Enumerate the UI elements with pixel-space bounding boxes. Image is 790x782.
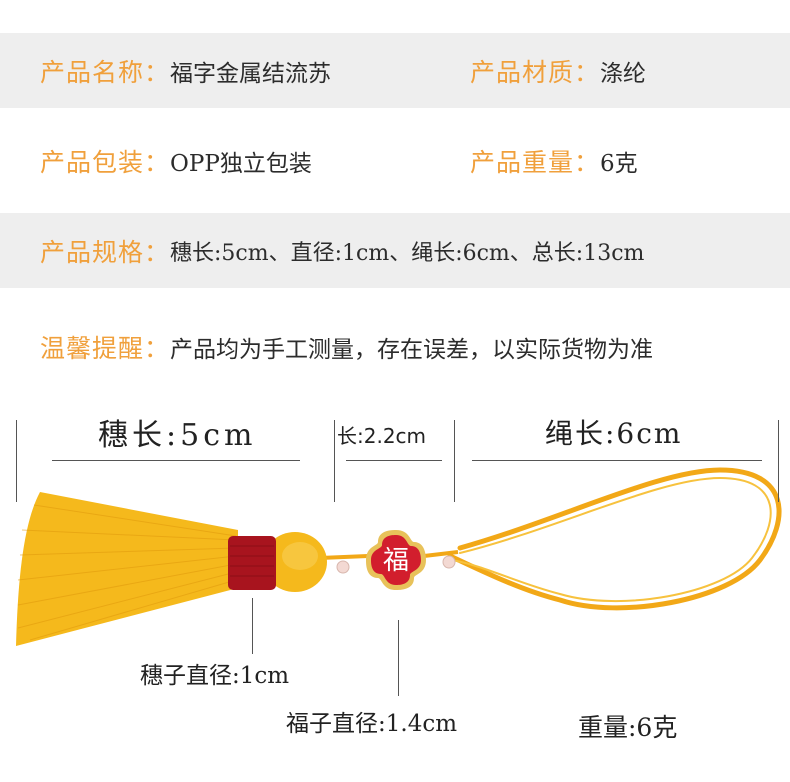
spec-material: 产品材质： 涤纶 <box>470 53 646 89</box>
package-value: OPP独立包装 <box>170 150 312 177</box>
spec-row-name-material: 产品名称： 福字金属结流苏 产品材质： 涤纶 <box>0 33 790 108</box>
spec-row-package-weight: 产品包装： OPP独立包装 产品重量： 6克 <box>0 123 790 198</box>
charm-length-line <box>346 460 442 461</box>
charm-diameter-pointer <box>398 620 399 696</box>
spec-name: 产品名称： 福字金属结流苏 <box>40 53 331 89</box>
cord-right <box>423 550 459 558</box>
svg-text:福: 福 <box>383 546 409 576</box>
size-label: 产品规格： <box>40 237 171 267</box>
material-label: 产品材质： <box>470 57 601 87</box>
note-label: 温馨提醒： <box>40 333 171 363</box>
tassel-diameter-label: 穗子直径:1cm <box>140 663 290 689</box>
tassel-length-label: 穗长:5cm <box>98 418 257 453</box>
charm-diameter-label: 福子直径:1.4cm <box>286 711 458 737</box>
weight-label: 产品重量： <box>470 147 601 177</box>
tassel-fringe <box>16 492 238 646</box>
package-label: 产品包装： <box>40 147 171 177</box>
spec-weight: 产品重量： 6克 <box>470 143 638 179</box>
rope-length-line <box>472 460 762 461</box>
fu-charm: 福 <box>366 530 426 590</box>
rope-length-label: 绳长:6cm <box>545 417 683 450</box>
dim-right-edge <box>778 420 779 502</box>
name-value: 福字金属结流苏 <box>170 60 332 87</box>
pearl-left <box>336 560 350 574</box>
spec-note: 温馨提醒： 产品均为手工测量，存在误差，以实际货物为准 <box>40 329 653 365</box>
weight-value: 6克 <box>600 150 638 177</box>
rope-loop <box>447 467 782 611</box>
tassel-length-line <box>52 460 300 461</box>
tassel-diameter-pointer <box>252 598 253 654</box>
spec-row-note: 温馨提醒： 产品均为手工测量，存在误差，以实际货物为准 <box>0 309 790 384</box>
dim-divider-1 <box>334 420 335 502</box>
dim-left-edge <box>16 420 17 502</box>
weight-note-label: 重量:6克 <box>578 713 678 742</box>
dim-divider-2 <box>454 420 455 502</box>
material-value: 涤纶 <box>600 60 647 87</box>
name-label: 产品名称： <box>40 57 171 87</box>
size-value: 穗长:5cm、直径:1cm、绳长:6cm、总长:13cm <box>170 240 645 266</box>
cord-left <box>319 554 369 560</box>
pearl-right <box>442 555 456 569</box>
spec-package: 产品包装： OPP独立包装 <box>40 143 312 179</box>
spec-row-size: 产品规格： 穗长:5cm、直径:1cm、绳长:6cm、总长:13cm <box>0 213 790 288</box>
note-value: 产品均为手工测量，存在误差，以实际货物为准 <box>170 336 654 363</box>
rope-loop-inner <box>451 476 772 603</box>
tassel-wrap <box>228 536 276 590</box>
charm-length-label: 长:2.2cm <box>337 424 427 448</box>
spec-size: 产品规格： 穗长:5cm、直径:1cm、绳长:6cm、总长:13cm <box>40 233 644 269</box>
